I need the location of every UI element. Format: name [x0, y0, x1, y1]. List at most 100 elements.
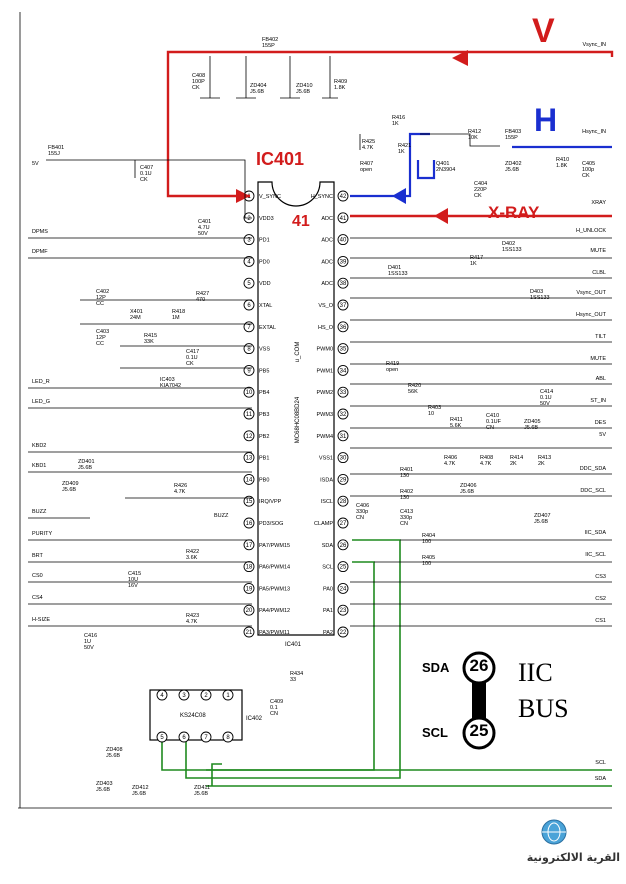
component-ref: R413 — [538, 455, 552, 461]
component-ref: R417 — [470, 255, 484, 261]
component-ref: ZD408 — [106, 747, 123, 753]
left-signal-label: KBD2 — [32, 443, 47, 449]
chip-pin-number: 20 — [246, 608, 253, 614]
chip-pin-name: PA0 — [323, 586, 333, 592]
component-val: 1SS133 — [530, 294, 550, 301]
component-val2: CK — [582, 172, 590, 179]
component-ref: FB402 — [262, 37, 279, 43]
chip-pin-name: PWM4 — [317, 434, 334, 440]
component-val: 33 — [290, 676, 297, 683]
component-ref: R401 — [400, 467, 414, 473]
component-ref: D401 — [388, 265, 402, 271]
component-ref: ZD411 — [194, 785, 211, 791]
right-signal-label: CLBL — [592, 270, 606, 276]
chip-pin-number: 22 — [340, 630, 347, 636]
chip-pin-right-40 — [337, 234, 349, 246]
chip-pin-name: PB5 — [259, 368, 269, 374]
component-ref: FB403 — [505, 129, 522, 135]
component-ref: R407 — [360, 161, 374, 167]
component-ref: C410 — [486, 413, 500, 419]
component-ref: ZD409 — [62, 481, 79, 487]
watermark-text: القرية الالكترونية — [526, 851, 620, 864]
left-signal-label: LED_G — [32, 399, 51, 405]
component-val2: 16V — [128, 582, 138, 589]
chip-pin-name: CLAMP — [314, 521, 333, 527]
component-val: J5.6B — [194, 790, 209, 797]
chip-pin-name: PWM1 — [317, 368, 334, 374]
chip-pin-name: VSS — [259, 347, 270, 353]
component-ref: R418 — [172, 309, 186, 315]
chip-pin-name: PB1 — [259, 456, 269, 462]
right-signal-label: SDA — [594, 776, 606, 782]
eeprom-pin-number: 7 — [204, 735, 208, 741]
component-val: 155J — [48, 150, 60, 157]
chip-pin-right-30 — [337, 452, 349, 464]
chip-pin-right-36 — [337, 321, 349, 333]
component-ref: R427 — [196, 291, 210, 297]
chip-pin-left-4 — [243, 255, 255, 267]
component-ref: R426 — [174, 483, 188, 489]
iic-bus-green — [206, 769, 612, 787]
chip-pin-number: 36 — [340, 325, 347, 331]
right-signal-label: IIC_SCL — [585, 552, 606, 558]
component-val: 1M — [172, 314, 180, 321]
component-val: 155P — [262, 42, 275, 49]
left-signal-label: BRT — [32, 553, 43, 559]
chip-pin-right-28 — [337, 495, 349, 507]
chip-pin-number: 31 — [340, 434, 347, 440]
component-val: 3.6K — [186, 554, 198, 561]
eeprom-pin-2 — [200, 689, 212, 701]
component-ref: D402 — [502, 241, 516, 247]
chip-pin-left-13 — [243, 452, 255, 464]
component-val: J5.6B — [132, 790, 147, 797]
component-ref: C414 — [540, 389, 554, 395]
chip-pin-number: 12 — [246, 434, 253, 440]
chip-pin-name: PWM2 — [317, 390, 334, 396]
chip-pin-right-38 — [337, 277, 349, 289]
component-ref: ZD402 — [505, 161, 522, 167]
chip-pin-name: PA1 — [323, 608, 333, 614]
chip-pin-name: PB2 — [259, 434, 269, 440]
chip-pin-right-34 — [337, 364, 349, 376]
component-ref: R403 — [428, 405, 442, 411]
component-ref: ZD412 — [132, 785, 149, 791]
component-ref: C416 — [84, 633, 98, 639]
chip-pin-name: VDD — [259, 281, 271, 287]
component-val2: CN — [400, 520, 408, 527]
chip-pin-number: 27 — [340, 521, 347, 527]
component-val: 1.8K — [556, 162, 568, 169]
component-ref: R434 — [290, 671, 304, 677]
chip-pin-number: 25 — [340, 565, 347, 571]
left-wiring — [28, 237, 252, 627]
component-val: 0.1U — [186, 354, 198, 361]
chip-pin-number: 19 — [246, 586, 253, 592]
component-val: 1U — [84, 638, 92, 645]
component-val: J5.6B — [96, 786, 111, 793]
chip-pin-name: PA7/PWM15 — [259, 543, 290, 549]
component-val: 130 — [400, 472, 410, 479]
chip-pin-name: ADC — [321, 259, 333, 265]
component-val: 1SS133 — [388, 270, 408, 277]
right-signal-label: MUTE — [590, 356, 606, 362]
